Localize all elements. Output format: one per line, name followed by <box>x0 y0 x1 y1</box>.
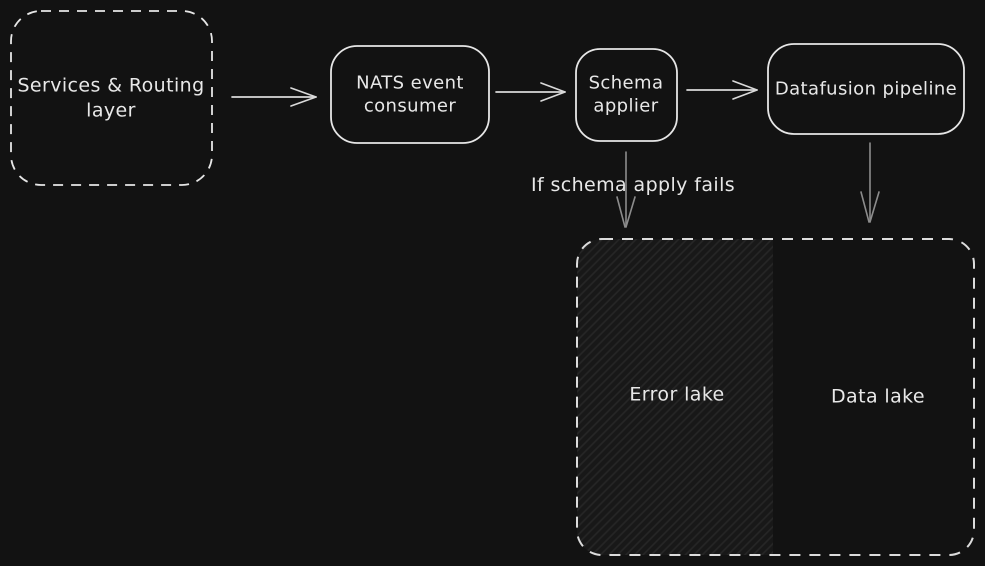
arrow-schema-to-error-lake[interactable] <box>616 151 636 228</box>
arrow-services-to-nats[interactable] <box>231 87 317 107</box>
schema-applier-node[interactable] <box>575 48 678 142</box>
nats-event-consumer-node[interactable] <box>330 45 490 144</box>
arrow-nats-to-schema[interactable] <box>495 82 566 102</box>
services-routing-node[interactable] <box>10 10 213 186</box>
error-lake-region[interactable] <box>577 239 773 555</box>
datafusion-pipeline-node[interactable] <box>767 43 965 135</box>
arrow-datafusion-to-data-lake[interactable] <box>860 142 880 223</box>
lakes-container-node[interactable] <box>576 238 975 556</box>
arrow-schema-to-datafusion[interactable] <box>686 80 758 100</box>
